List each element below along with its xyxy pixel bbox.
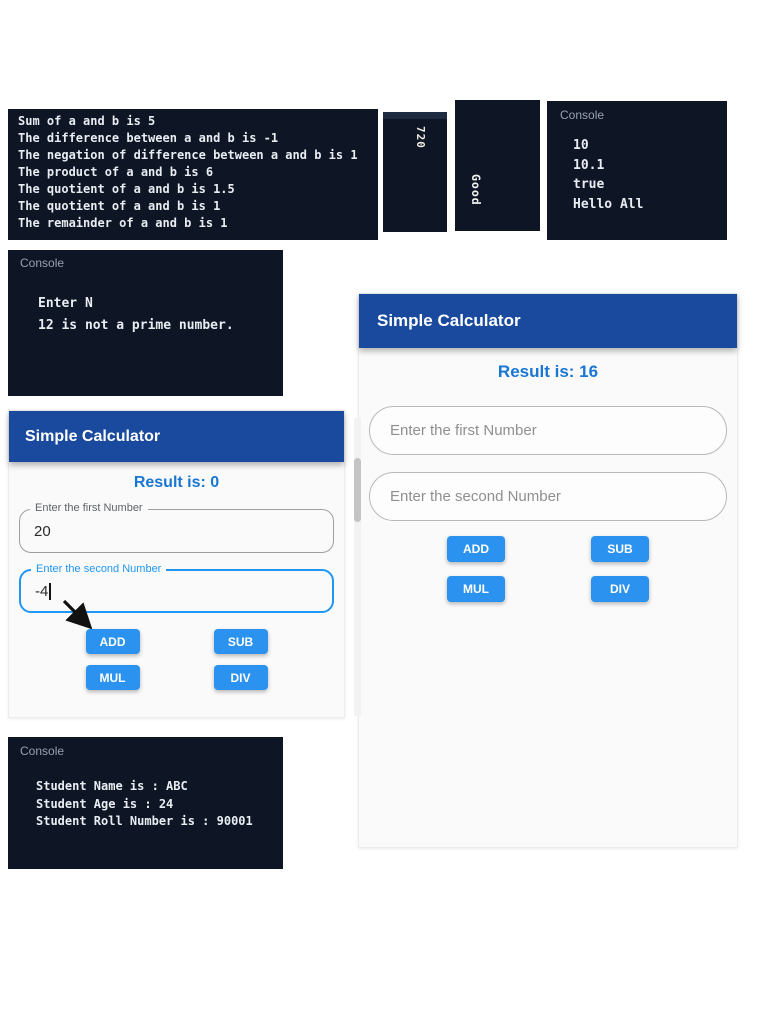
rotated-text-720: 720 bbox=[414, 126, 427, 149]
text-caret bbox=[49, 582, 52, 600]
first-number-input[interactable] bbox=[369, 406, 727, 455]
calculator-header: Simple Calculator bbox=[9, 411, 344, 462]
calculator-header: Simple Calculator bbox=[359, 294, 737, 348]
result-text: Result is: 16 bbox=[497, 362, 599, 381]
console-panel-prime: Console Enter N 12 is not a prime number… bbox=[8, 250, 283, 396]
console-line: The difference between a and b is -1 bbox=[18, 131, 279, 145]
first-number-input[interactable]: Enter the first Number 20 bbox=[19, 502, 334, 553]
console-line: true bbox=[573, 177, 605, 192]
console-panel-student: Console Student Name is : ABC Student Ag… bbox=[8, 737, 283, 869]
console-panel-values: Console 10 10.1 true Hello All bbox=[547, 101, 727, 240]
console-line: Sum of a and b is 5 bbox=[18, 114, 156, 128]
simple-calculator-card-right: Simple Calculator Result is: 16 ADD SUB … bbox=[358, 293, 738, 848]
second-number-label: Enter the second Number bbox=[31, 563, 167, 575]
add-button[interactable]: ADD bbox=[85, 629, 140, 654]
rotated-console-good: Good bbox=[455, 100, 540, 231]
result-text: Result is: 0 bbox=[133, 474, 220, 491]
console-line: Enter N bbox=[38, 296, 93, 311]
second-number-input[interactable] bbox=[369, 472, 727, 521]
rotated-console-720: 720 bbox=[383, 112, 447, 232]
console-line: The negation of difference between a and… bbox=[18, 148, 358, 162]
console-title: Console bbox=[560, 108, 605, 122]
console-line: Student Age is : 24 bbox=[36, 796, 174, 811]
console-line: 10.1 bbox=[573, 157, 605, 173]
console-line: The quotient of a and b is 1.5 bbox=[18, 182, 235, 196]
calculator-title: Simple Calculator bbox=[377, 311, 521, 330]
console-line: The remainder of a and b is 1 bbox=[18, 216, 228, 230]
console-line: Hello All bbox=[573, 196, 644, 212]
mul-button[interactable]: MUL bbox=[85, 665, 140, 690]
second-number-value: -4 bbox=[35, 582, 49, 600]
vertical-scrollbar-thumb[interactable] bbox=[354, 458, 361, 522]
console-line: 12 is not a prime number. bbox=[38, 317, 234, 333]
sub-button[interactable]: SUB bbox=[213, 629, 268, 654]
simple-calculator-card-left: Simple Calculator Result is: 0 Enter the… bbox=[8, 410, 345, 718]
calculator-title: Simple Calculator bbox=[25, 427, 161, 445]
vertical-scrollbar-track[interactable] bbox=[354, 418, 361, 716]
second-number-input[interactable]: Enter the second Number -4 bbox=[19, 563, 334, 613]
console-line: The product of a and b is 6 bbox=[18, 165, 214, 179]
div-button[interactable]: DIV bbox=[213, 665, 268, 690]
console-title: Console bbox=[20, 256, 65, 270]
rotated-text-good: Good bbox=[469, 174, 483, 206]
first-number-value: 20 bbox=[34, 522, 51, 540]
console-line: Student Roll Number is : 90001 bbox=[36, 814, 253, 828]
add-button[interactable]: ADD bbox=[447, 536, 505, 562]
mul-button[interactable]: MUL bbox=[447, 576, 505, 602]
console-line: 10 bbox=[573, 138, 589, 153]
div-button[interactable]: DIV bbox=[591, 576, 649, 602]
console-title: Console bbox=[20, 744, 65, 758]
console-panel-arithmetic: Sum of a and b is 5 The difference betwe… bbox=[8, 109, 378, 240]
sub-button[interactable]: SUB bbox=[591, 536, 649, 562]
first-number-label: Enter the first Number bbox=[30, 502, 148, 514]
console-line: Student Name is : ABC bbox=[36, 779, 188, 793]
panel-top-band bbox=[383, 112, 447, 119]
console-line: The quotient of a and b is 1 bbox=[18, 199, 221, 213]
